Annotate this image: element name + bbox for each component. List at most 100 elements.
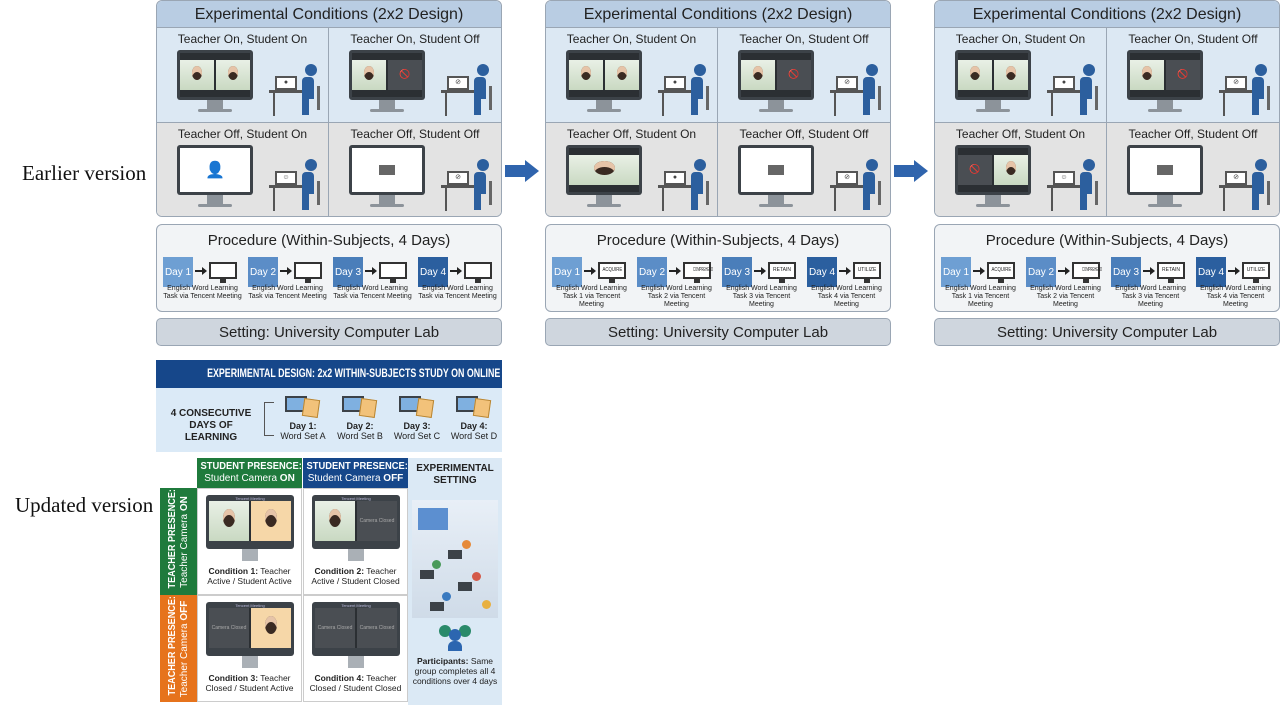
- word-set-label: Word Set D: [450, 431, 498, 441]
- monitor-icon: 🚫: [955, 145, 1031, 195]
- monitor-base: [198, 109, 232, 112]
- person-share-icon: 👤: [205, 162, 225, 179]
- monitor-base: [198, 204, 232, 207]
- student-deskleg: [1223, 187, 1225, 211]
- monitor-base: [587, 204, 621, 207]
- meeting-screen: [180, 53, 250, 97]
- task-monitor-icon: [379, 262, 407, 283]
- condition-cell: Teacher On, Student Off🚫⊘: [1107, 28, 1279, 123]
- student-desk: [441, 90, 481, 93]
- row-header-text: TEACHER PRESENCE:Teacher Camera ON: [167, 489, 191, 593]
- student-at-desk-icon: ⊘: [441, 159, 501, 211]
- student-head: [694, 159, 706, 171]
- student-chair: [1095, 181, 1098, 205]
- student-at-desk-icon: ⊘: [830, 159, 890, 211]
- meeting-screen: [1130, 148, 1200, 192]
- monitor-stand: [768, 100, 784, 109]
- day-label: Day 4:: [460, 421, 488, 431]
- row-header-teacher-off: TEACHER PRESENCE:Teacher Camera OFF: [160, 595, 197, 702]
- day-item: Day 4:Word Set D: [447, 396, 501, 441]
- arrow-icon: [450, 267, 462, 275]
- condition-name: Condition 1:: [208, 566, 259, 576]
- earlier-version-panel: Experimental Conditions (2x2 Design)Teac…: [545, 0, 891, 346]
- student-desk: [658, 185, 698, 188]
- video-tile: [180, 59, 214, 91]
- meeting-screen: [741, 148, 811, 192]
- student-monitor-icon: ☺: [275, 171, 297, 185]
- student-desk: [441, 185, 481, 188]
- word-set-label: Word Set A: [280, 431, 326, 441]
- student-at-desk-icon: ●: [269, 64, 329, 116]
- header-sub-line: Teacher Camera OFF: [179, 597, 191, 700]
- task-monitor-icon: [294, 262, 322, 283]
- updated-title: EXPERIMENTAL DESIGN: 2x2 WITHIN-SUBJECTS…: [207, 368, 550, 380]
- student-at-desk-icon: ⊘: [1219, 159, 1279, 211]
- teacher-video-tile: [209, 501, 249, 541]
- student-leg: [474, 192, 481, 210]
- monitor-base: [976, 109, 1010, 112]
- monitor-stand: [768, 195, 784, 204]
- student-leg: [691, 192, 698, 210]
- video-tile: [569, 59, 603, 91]
- teacher-camera-closed-tile: Camera Closed: [315, 608, 355, 648]
- word-set-label: Word Set C: [393, 431, 441, 441]
- video-tile: [352, 59, 386, 91]
- arrow-icon: [280, 267, 292, 275]
- student-body: [863, 77, 875, 99]
- task-description: English Word Learning Task 1 via Tencent…: [556, 285, 627, 308]
- condition-label: Teacher Off, Student Off: [1128, 127, 1258, 141]
- camera-off-icon: [1157, 165, 1173, 175]
- header-sub-line: Teacher Camera ON: [179, 490, 191, 593]
- computer-lab-illustration: [412, 500, 498, 618]
- student-chair: [317, 86, 320, 110]
- student-monitor-icon: ●: [664, 76, 686, 90]
- arrow-icon: [1143, 267, 1155, 275]
- arrow-icon: [365, 267, 377, 275]
- worksheet-icon: [472, 397, 492, 419]
- student-leg: [1252, 97, 1259, 115]
- procedure-title: Procedure (Within-Subjects, 4 Days): [596, 232, 840, 249]
- condition-label: Teacher On, Student Off: [739, 32, 869, 46]
- task-monitor-icon: UTILIZE: [1242, 262, 1270, 283]
- arrow-icon: [195, 267, 207, 275]
- updated-title-bar: EXPERIMENTAL DESIGN: 2x2 WITHIN-SUBJECTS…: [156, 360, 549, 388]
- student-chair: [706, 86, 709, 110]
- monitor-icon: [177, 50, 253, 100]
- student-body: [302, 77, 314, 99]
- day-label: Day 2:: [346, 421, 374, 431]
- day-box: Day 2: [248, 257, 278, 287]
- day-item: Day 3:Word Set C: [390, 396, 444, 441]
- monitor-icon: [738, 145, 814, 195]
- meeting-screen: Camera Closed: [209, 608, 291, 648]
- student-chair: [1267, 181, 1270, 205]
- branch-arrow-icon: [264, 402, 274, 436]
- student-video-tile: [251, 501, 291, 541]
- condition-caption: Condition 4: Teacher Closed / Student Cl…: [306, 673, 405, 693]
- student-chair: [1267, 86, 1270, 110]
- student-leg: [474, 97, 481, 115]
- meeting-screen: Camera Closed: [315, 501, 397, 541]
- student-head: [866, 64, 878, 76]
- student-at-desk-icon: ☺: [269, 159, 329, 211]
- monitor-stand: [207, 100, 223, 109]
- student-chair: [489, 86, 492, 110]
- student-desk: [830, 185, 870, 188]
- student-desk: [269, 185, 309, 188]
- task-monitor-label: COMPREHEND: [693, 267, 714, 273]
- student-desk: [830, 90, 870, 93]
- monitor-stand: [207, 195, 223, 204]
- student-monitor-icon: ●: [1053, 76, 1075, 90]
- condition-cell: Teacher Off, Student Off⊘: [329, 123, 501, 216]
- worksheet-icon: [415, 397, 435, 419]
- setting-title: EXPERIMENTAL SETTING: [416, 463, 494, 486]
- task-monitor-icon: COMPREHEND: [1072, 262, 1102, 283]
- task-description: English Word Learning Task 4 via Tencent…: [1200, 285, 1271, 308]
